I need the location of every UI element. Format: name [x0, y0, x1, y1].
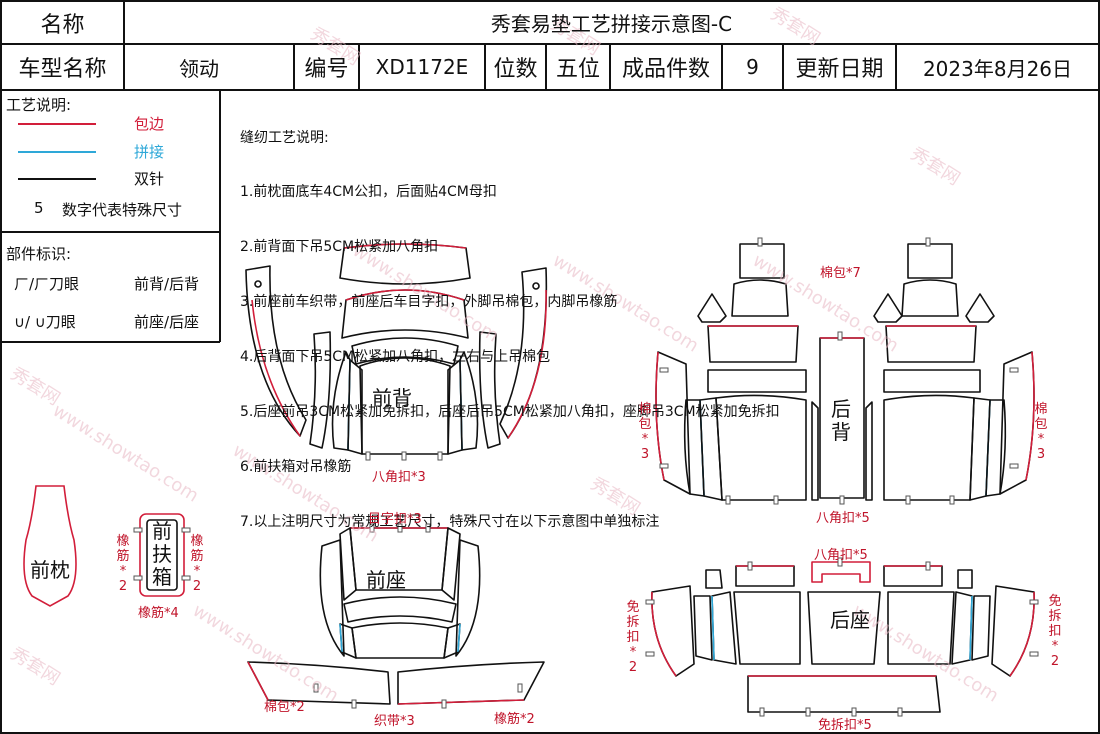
model-value: 领动	[179, 56, 219, 81]
armrest-left-note: 橡筋*2	[116, 534, 130, 594]
page-title: 秀套易垫工艺拼接示意图-C	[490, 12, 733, 36]
rear-seat-label: 后座	[830, 608, 870, 632]
note-item: 4.后背面下吊5CM松紧加八角扣，左右与上吊棉包	[240, 349, 551, 366]
rear-back-label: 后背	[831, 397, 851, 444]
legend-digit: 5	[34, 199, 44, 217]
legend-blue-label: 拼接	[134, 143, 165, 161]
rear-seat-left-note: 免拆扣*2	[626, 600, 640, 675]
rear-seat-top-note: 八角扣*5	[814, 548, 868, 563]
note-item: 3.前座前车织带，前座后车目字扣，外脚吊棉包，内脚吊橡筋	[240, 294, 618, 311]
headrest-pattern	[23, 485, 77, 607]
parts-legend-row1-symbols: ㄏ/ㄏ刀眼	[14, 275, 80, 293]
date-value: 2023年8月26日	[922, 56, 1073, 81]
front-back-label: 前背	[372, 386, 412, 410]
note-item: 7.以上注明尺寸为常规工艺尺寸，特殊尺寸在以下示意图中单独标注	[240, 513, 660, 530]
rear-back-bottom-note: 八角扣*5	[816, 511, 870, 526]
count-value: 9	[746, 55, 759, 79]
front-back-note: 八角扣*3	[372, 470, 426, 485]
front-back-pattern	[245, 243, 548, 455]
parts-legend-row2-symbols: ∪/ ∪刀眼	[14, 313, 76, 331]
front-seat-pattern	[247, 527, 545, 705]
parts-legend-row2-label: 前座/后座	[134, 313, 200, 331]
note-item: 5.后座前吊3CM松紧加免拆扣，后座后吊5CM松紧加八角扣，座脚吊3CM松紧加免…	[240, 404, 780, 421]
rear-seat-right-note: 免拆扣*2	[1048, 594, 1062, 669]
front-seat-label: 前座	[366, 568, 406, 592]
legend-black-label: 双针	[134, 170, 165, 188]
seat-label: 位数	[493, 57, 538, 82]
front-seat-right-note: 橡筋*2	[494, 712, 535, 727]
date-label: 更新日期	[795, 57, 884, 82]
rear-back-right-note: 棉包*3	[1034, 402, 1048, 462]
front-seat-mid-note: 织带*3	[374, 714, 415, 729]
front-seat-left-note: 棉包*2	[264, 700, 305, 715]
rear-seat-bottom-note: 免拆扣*5	[818, 718, 872, 733]
sewing-notes: 缝纫工艺说明: 1.前枕面底车4CM公扣，后面贴4CM母扣 2.前背面下吊5CM…	[240, 92, 780, 549]
legend-title: 工艺说明:	[6, 96, 72, 114]
headrest-label: 前枕	[30, 558, 70, 582]
parts-legend-row1-label: 前背/后背	[134, 275, 200, 293]
notes-title: 缝纫工艺说明:	[240, 129, 329, 146]
note-item: 1.前枕面底车4CM公扣，后面贴4CM母扣	[240, 184, 497, 201]
code-label: 编号	[304, 57, 349, 82]
legend-digit-label: 数字代表特殊尺寸	[62, 201, 183, 219]
armrest-bottom-note: 橡筋*4	[138, 606, 179, 621]
count-label: 成品件数	[621, 57, 710, 82]
rear-back-top-note: 棉包*7	[820, 266, 861, 281]
armrest-pattern	[139, 513, 185, 597]
armrest-label: 前扶箱	[152, 519, 172, 589]
rear-back-left-note: 棉包*3	[638, 402, 652, 462]
front-seat-top-note: 目字扣*3	[368, 512, 422, 527]
tab-marks	[133, 237, 1039, 717]
armrest-right-note: 橡筋*2	[190, 534, 204, 594]
rear-seat-pattern	[651, 561, 1035, 713]
code-value: XD1172E	[375, 55, 469, 79]
name-label: 名称	[40, 12, 85, 38]
note-item: 6.前扶箱对吊橡筋	[240, 458, 352, 475]
legend-red-label: 包边	[134, 115, 165, 133]
seat-value: 五位	[555, 57, 600, 82]
note-item: 2.前背面下吊5CM松紧加八角扣	[240, 239, 439, 256]
model-label: 车型名称	[18, 57, 107, 82]
parts-legend-title: 部件标识:	[6, 245, 72, 263]
